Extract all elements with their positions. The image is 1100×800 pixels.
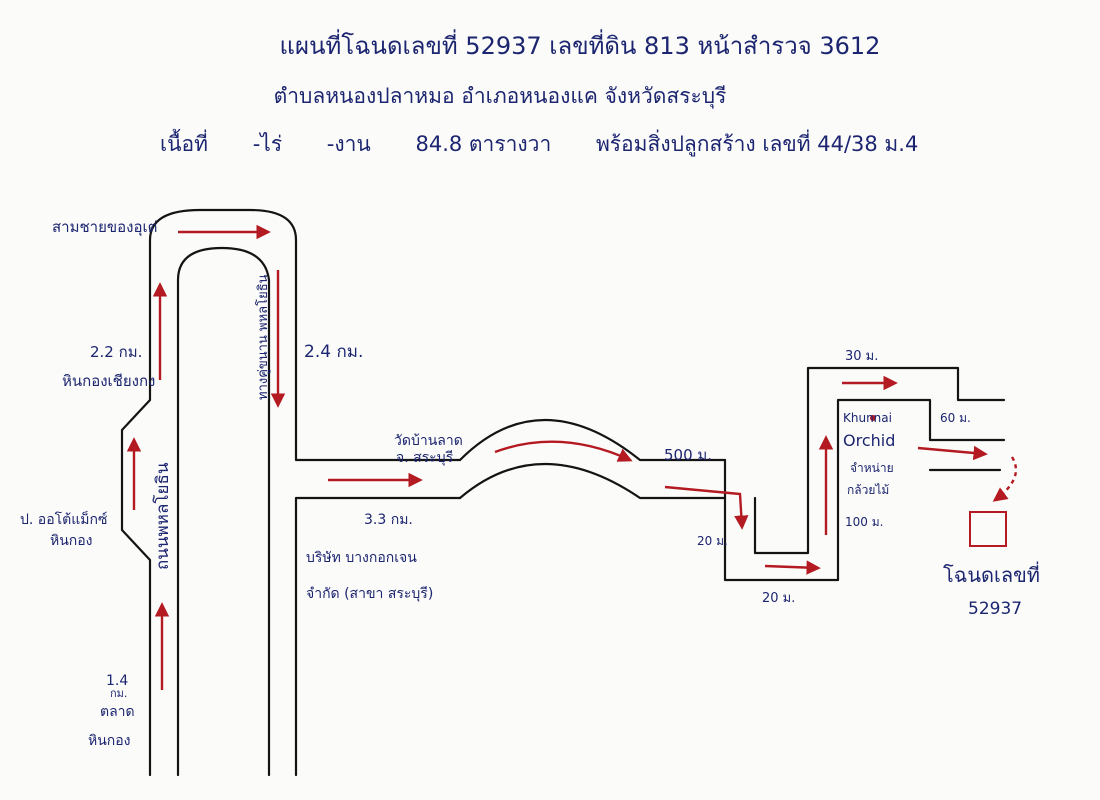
label-dist-24: 2.4 กม. (304, 342, 363, 362)
label-market: ตลาด (100, 704, 135, 720)
label-dist-14: 1.4 (106, 673, 128, 689)
label-dist-60: 60 ม. (940, 411, 971, 425)
label-dist-100: 100 ม. (845, 515, 883, 529)
map-title-line2: ตำบลหนองปลาหมอ อำเภอหนองแค จังหวัดสระบุร… (273, 84, 727, 108)
area-ngan: -งาน (326, 132, 371, 156)
main-road-outer-left (120, 208, 462, 777)
main-road-inner-right (294, 496, 462, 777)
label-dist-33: 3.3 กม. (364, 512, 413, 528)
orchid-shop-marker (870, 415, 876, 421)
arrow-to-end (917, 445, 988, 461)
label-top-left: สามชายของอุเต่ (52, 218, 157, 237)
label-wat: วัดบ้านลาด (394, 433, 463, 449)
label-dist-22: 2.2 กม. (90, 343, 142, 361)
label-dist-20b: 20 ม. (762, 591, 795, 606)
label-orchid-1: Khunnai (843, 411, 892, 425)
area-label: เนื้อที่ (160, 132, 208, 156)
label-market-2: หินกอง (88, 733, 131, 749)
lane-inner (753, 366, 1006, 555)
area-building: พร้อมสิ่งปลูกสร้าง เลขที่ 44/38 ม.4 (595, 132, 919, 156)
label-company-2: จำกัด (สาขา สระบุรี) (306, 586, 433, 602)
area-wa: 84.8 ตารางวา (415, 132, 552, 156)
label-hinkong-chiang: หินกองเชียงกง (62, 372, 155, 390)
map-title-line3: เนื้อที่ -ไร่ -งาน 84.8 ตารางวา พร้อมสิ่… (160, 128, 1060, 161)
label-dist-20a: 20 ม. (697, 534, 728, 548)
label-dist-30: 30 ม. (845, 349, 878, 364)
label-side-road: ทางคู่ขนาน พหลโยธิน (255, 274, 271, 400)
label-orchid-4: กล้วยไม้ (847, 483, 889, 497)
label-dist-14-unit: กม. (110, 687, 127, 700)
label-main-road: ถนนพหลโยธิน (152, 462, 173, 570)
curve-road-bottom (458, 463, 727, 500)
label-dist-500: 500 ม. (664, 446, 712, 464)
arrow-turn-down (664, 485, 749, 530)
lane-outer (723, 398, 1006, 582)
map-title-line1: แผนที่โฉนดเลขที่ 52937 เลขที่ดิน 813 หน้… (279, 32, 881, 60)
label-deed-no: 52937 (968, 599, 1022, 619)
label-autocar: ป. ออโต้แม็กซ์ (20, 510, 107, 528)
area-rai: -ไร่ (252, 132, 283, 156)
arrow-curve (494, 440, 633, 462)
arrow-dashed-to-deed (992, 456, 1018, 502)
label-autocar-2: หินกอง (50, 533, 93, 549)
label-orchid-2: Orchid (843, 431, 895, 450)
deed-plot (969, 511, 1007, 547)
label-wat-2: จ. สระบุรี (396, 450, 454, 466)
arrow-bottom-right (764, 560, 821, 575)
main-road-inner-left (176, 246, 271, 777)
label-orchid-3: จำหน่าย (850, 461, 894, 475)
label-deed: โฉนดเลขที่ (943, 561, 1040, 587)
label-company: บริษัท บางกอกเจน (306, 550, 417, 566)
